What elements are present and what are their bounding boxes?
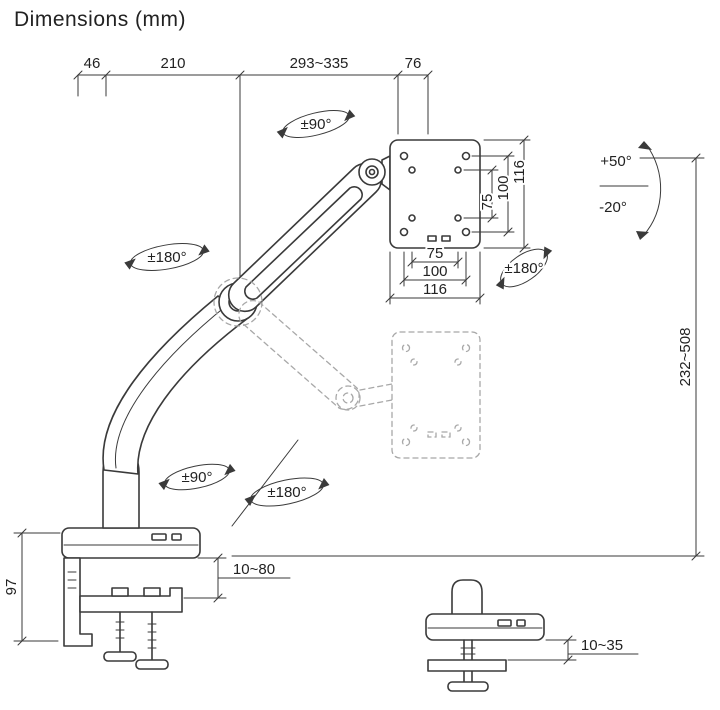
grommet-drawing	[425, 579, 545, 692]
usb-port-icon	[516, 619, 526, 627]
height-range-label: 232~508	[677, 328, 694, 387]
rotation-vesa: ±180°	[495, 246, 553, 290]
top-dim-label-1: 46	[84, 55, 101, 72]
vesa-h-label-100: 100	[422, 263, 447, 280]
rotation-head: ±90°	[276, 109, 356, 139]
usb-port-icon	[151, 533, 167, 541]
dim-vesa-vertical: 75 100 116	[463, 135, 531, 253]
vesa-v-label-116: 116	[511, 160, 528, 184]
base-rotation-label: ±90°	[182, 469, 213, 486]
tilt-up-label: +50°	[600, 153, 631, 170]
shoulder-rotation-label: ±180°	[147, 249, 186, 266]
vesa-plate	[389, 139, 481, 249]
rotation-axis-line	[231, 439, 299, 527]
upper-arm	[227, 162, 383, 313]
head-swivel-label: ±90°	[301, 116, 332, 133]
desk-clamp	[61, 527, 201, 670]
page-title: Dimensions (mm)	[14, 8, 187, 31]
rotation-shoulder: ±180°	[124, 243, 210, 271]
vesa-rotation-label: ±180°	[504, 260, 543, 277]
vesa-h-label-116: 116	[423, 281, 447, 298]
ghost-vesa-plate	[391, 331, 481, 459]
tilt-indicator: +50° -20°	[597, 141, 662, 240]
top-dim-label-3: 293~335	[290, 55, 349, 72]
vesa-v-label-100: 100	[495, 175, 512, 200]
head-joint	[358, 155, 391, 191]
clamp-knob	[135, 659, 169, 670]
arm-rotation-label: ±180°	[267, 484, 306, 501]
dim-top: 46 210 293~335 76	[73, 53, 433, 277]
tilt-down-label: -20°	[599, 199, 627, 216]
dim-height: 232~508	[231, 153, 705, 561]
grommet-knob	[447, 681, 489, 692]
clamp-knob	[103, 651, 137, 662]
dim-clamp-height: 97	[1, 528, 61, 646]
grommet-range-label: 10~35	[581, 637, 623, 654]
vesa-h-label-75: 75	[427, 245, 444, 262]
rotation-arm: ±180°	[244, 477, 330, 507]
usb-port-icon	[171, 533, 182, 541]
clamp-range-label: 10~80	[233, 561, 275, 578]
usb-port-icon	[497, 619, 512, 627]
vesa-v-label-75: 75	[479, 194, 496, 211]
dim-grommet-range: 10~35	[507, 635, 639, 665]
arm-drawing	[61, 139, 481, 670]
ghost-position	[213, 277, 481, 459]
top-dim-label-2: 210	[160, 55, 185, 72]
dim-clamp-range: 10~80	[183, 553, 291, 603]
rotation-base: ±90°	[158, 463, 236, 491]
top-dim-label-4: 76	[405, 55, 422, 72]
dim-vesa-horizontal: 75 100 116	[385, 243, 485, 305]
clamp-height-label: 97	[3, 579, 20, 596]
